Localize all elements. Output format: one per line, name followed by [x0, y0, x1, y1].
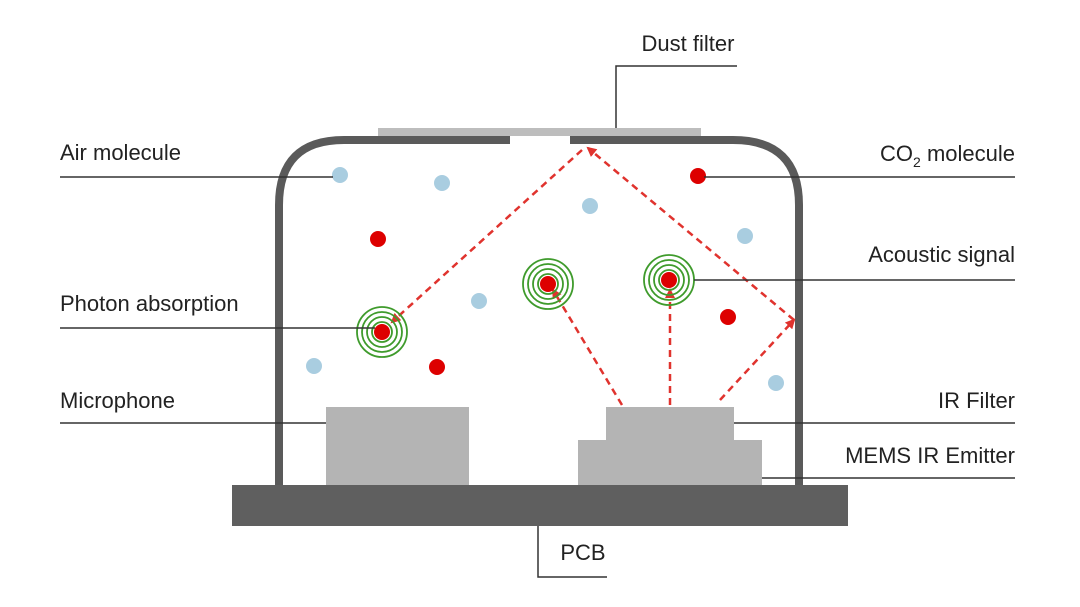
leader-pcb	[537, 526, 607, 578]
ir-filter-block	[606, 407, 734, 440]
acoustic-rings-center	[522, 258, 574, 310]
photon-path-reflect-2	[390, 149, 583, 324]
acoustic-rings-left	[356, 306, 408, 358]
label-co2-molecule: CO2 molecule	[880, 141, 1015, 170]
label-mems-ir-emitter: MEMS IR Emitter	[845, 443, 1015, 468]
leader-dust-filter	[615, 65, 737, 128]
microphone-block	[326, 407, 469, 485]
co2-subscript: 2	[913, 154, 921, 170]
co2-prefix: CO	[880, 141, 913, 166]
label-microphone: Microphone	[60, 388, 175, 413]
air-molecules	[306, 167, 784, 391]
label-photon-absorption: Photon absorption	[60, 291, 239, 316]
label-air-molecule: Air molecule	[60, 140, 181, 165]
label-ir-filter: IR Filter	[938, 388, 1015, 413]
mems-ir-emitter-block	[578, 440, 762, 485]
co2-suffix: molecule	[921, 141, 1015, 166]
photon-path-right	[719, 318, 796, 401]
pcb-board	[232, 485, 848, 526]
sensor-housing	[275, 136, 803, 485]
leader-lines	[60, 65, 1015, 578]
photon-path-reflect-1	[586, 146, 795, 321]
photon-paths	[390, 146, 796, 406]
photon-path-left	[551, 288, 624, 406]
co2-molecules	[370, 168, 736, 375]
label-dust-filter: Dust filter	[642, 31, 735, 56]
label-acoustic-signal: Acoustic signal	[868, 242, 1015, 267]
label-pcb: PCB	[560, 540, 605, 565]
dust-filter	[378, 128, 701, 136]
